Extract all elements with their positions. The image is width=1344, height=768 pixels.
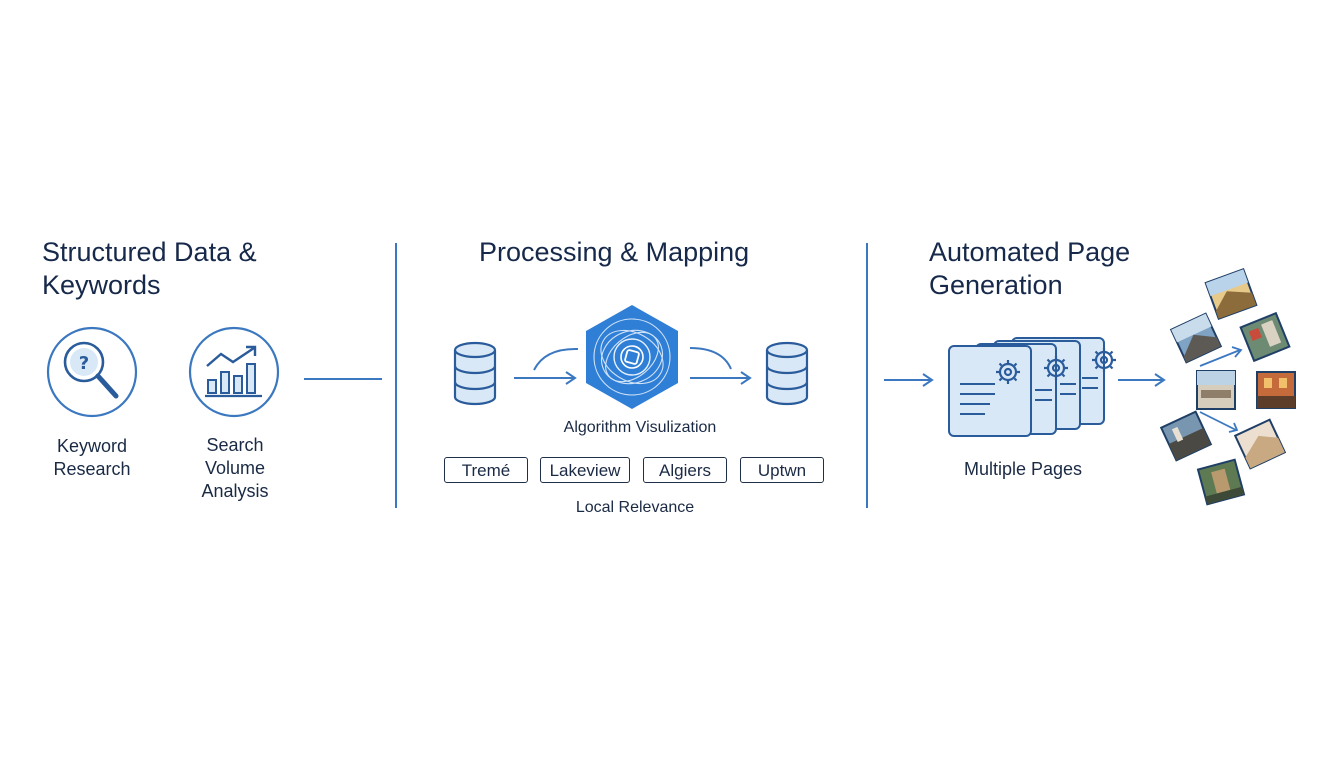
arrow-right-icon	[690, 371, 752, 385]
algorithm-label: Algorithm Visulization	[563, 419, 717, 436]
item-keyword-research: Keyword Research	[32, 435, 152, 481]
photo-thumbnail	[1239, 311, 1291, 363]
section-title-structured: Structured Data & Keywords	[42, 236, 342, 302]
magnifier-question-icon: ?	[46, 326, 138, 418]
section-title-generation: Automated Page Generation	[929, 236, 1189, 302]
algorithm-hexagon-icon	[586, 305, 678, 409]
gear-icon	[1044, 356, 1068, 380]
item-search-volume-line2: Volume	[204, 458, 266, 478]
photo-thumbnail	[1169, 312, 1223, 364]
photo-thumbnail	[1159, 410, 1213, 462]
section-title-structured-line2: Keywords	[42, 270, 161, 300]
curve-arrow-left	[533, 347, 579, 371]
photo-thumbnail	[1196, 370, 1236, 410]
divider-1	[395, 243, 397, 508]
svg-text:?: ?	[79, 353, 89, 374]
local-relevance-label: Local Relevance	[575, 499, 695, 516]
tag-uptwn: Uptwn	[740, 457, 824, 483]
item-keyword-research-line2: Research	[53, 459, 131, 479]
stacked-pages-icon	[948, 337, 1105, 437]
section-title-generation-line2: Generation	[929, 270, 1063, 300]
arrow-right-icon	[1118, 373, 1166, 387]
arrow-down-right-icon	[1199, 411, 1239, 433]
arrow-up-right-icon	[1199, 346, 1243, 367]
curve-arrow-right	[689, 347, 732, 370]
multiple-pages-label: Multiple Pages	[963, 459, 1083, 479]
gear-icon	[996, 360, 1020, 384]
item-keyword-research-line1: Keyword	[56, 436, 128, 456]
divider-2	[866, 243, 868, 508]
tag-lakeview: Lakeview	[540, 457, 630, 483]
section-title-processing: Processing & Mapping	[479, 237, 750, 267]
photo-thumbnail	[1204, 268, 1258, 320]
photo-thumbnail	[1233, 418, 1287, 470]
bar-chart-trend-icon	[188, 326, 280, 418]
photo-thumbnail	[1256, 371, 1296, 409]
photo-thumbnail	[1196, 458, 1246, 506]
arrow-right-icon	[514, 371, 577, 385]
tag-algiers: Algiers	[643, 457, 727, 483]
section-title-structured-line1: Structured Data &	[42, 237, 257, 267]
item-search-volume-line1: Search	[206, 435, 264, 455]
gear-icon	[1092, 348, 1116, 372]
item-search-volume: Search Volume Analysis	[175, 434, 295, 503]
arrow-right-icon	[884, 373, 934, 387]
tag-treme: Tremé	[444, 457, 528, 483]
database-icon	[453, 341, 497, 406]
database-icon	[765, 341, 809, 406]
section-title-generation-line1: Automated Page	[929, 237, 1131, 267]
item-search-volume-line3: Analysis	[201, 481, 269, 501]
